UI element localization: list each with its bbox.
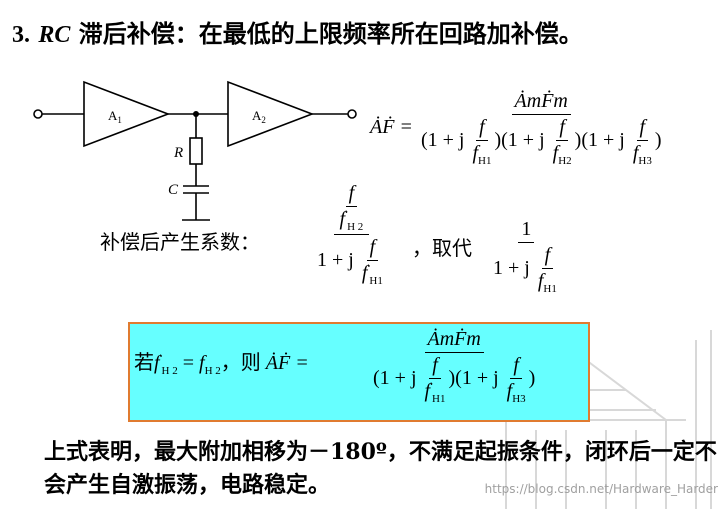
- input-terminal: [33, 109, 43, 119]
- junction-node: [193, 111, 199, 117]
- highlighted-result-box: [128, 322, 590, 422]
- title-number: 3.: [12, 22, 30, 48]
- replace-text: ，取代: [412, 236, 472, 260]
- amp1-label: A1: [108, 108, 122, 125]
- conclusion-paragraph: 上式表明，最大附加相移为－180º，不满足起振条件，闭环后一定不会产生自激振荡，…: [44, 439, 717, 498]
- compensation-label: 补偿后产生系数：: [100, 230, 260, 254]
- title-text: 滞后补偿：在最低的上限频率所在回路加补偿。: [70, 19, 583, 48]
- slide-title: 3. RC 滞后补偿：在最低的上限频率所在回路加补偿。: [12, 14, 583, 49]
- rc-compensation-circuit: A1 A2 R C: [33, 80, 357, 221]
- amplifier-a2: [227, 80, 315, 148]
- watermark-url: https://blog.csdn.net/Hardware_Harder: [484, 482, 718, 496]
- highlight-condition: 若f'H 2 = fH 2，则 ȦḞ =: [134, 350, 309, 377]
- output-terminal: [347, 109, 357, 119]
- amp2-label: A2: [252, 108, 266, 125]
- title-rc: RC: [38, 22, 71, 48]
- resistor-label: R: [173, 145, 183, 161]
- eq1-numerator: ȦmḞm: [511, 90, 571, 115]
- amplifier-a1: [83, 80, 171, 148]
- capacitor-label: C: [168, 182, 179, 198]
- eq1-lhs: ȦḞ =: [370, 116, 413, 139]
- resistor-r: [189, 137, 203, 165]
